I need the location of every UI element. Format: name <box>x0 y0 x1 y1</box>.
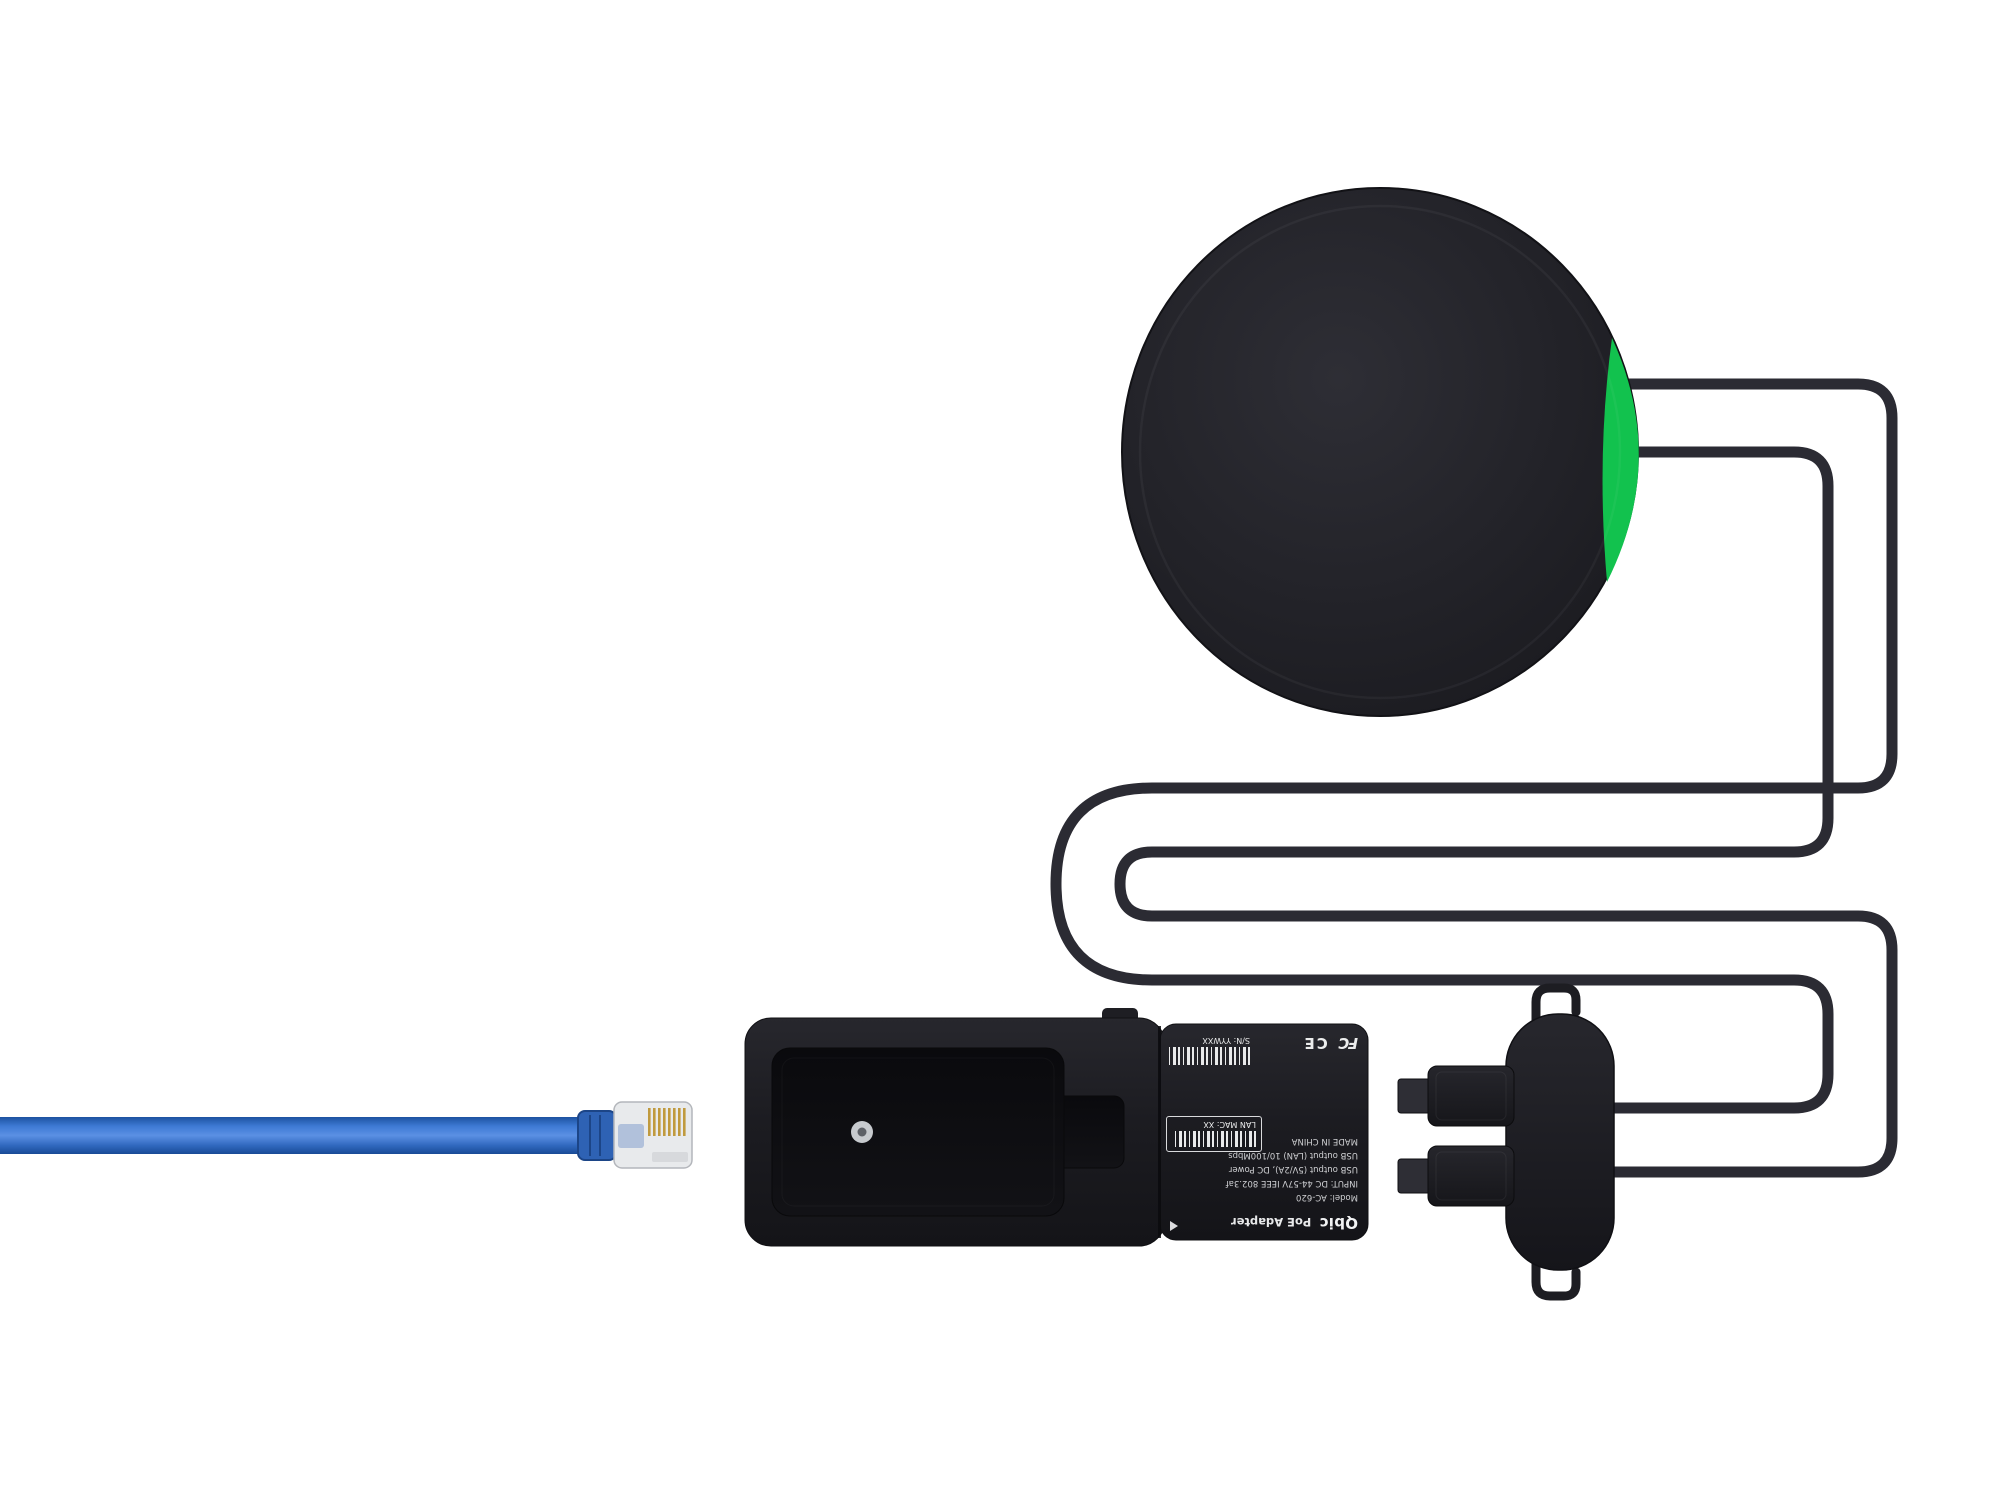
rj45-gold-pins <box>648 1108 686 1136</box>
rj45-cable-window <box>618 1124 644 1148</box>
device-cable-upper <box>1050 378 1898 1114</box>
rj45-latch-step <box>652 1152 688 1162</box>
device-cables <box>1050 378 1898 1178</box>
disc-device <box>1121 187 1639 717</box>
usb-plug-upper-face <box>1435 1071 1507 1121</box>
adapter-body-right <box>1159 1023 1369 1241</box>
rj45-boot <box>577 1110 617 1161</box>
disc-body <box>1121 187 1639 717</box>
ethernet-flat-cable <box>0 1117 586 1154</box>
bay-screw-hole-center <box>857 1127 867 1137</box>
ethernet-cable-assembly <box>0 1101 693 1169</box>
usb-plug-lower-body <box>1427 1145 1515 1207</box>
device-cable-lower <box>1114 446 1898 1178</box>
disc-rim <box>1138 204 1622 700</box>
adapter-seam <box>1158 1026 1161 1238</box>
usb-plug-lower-face <box>1435 1151 1507 1201</box>
dock-bay <box>771 1047 1065 1217</box>
green-indicator-edge <box>1602 338 1639 582</box>
usb-plug-upper-body <box>1427 1065 1515 1127</box>
poe-adapter <box>744 1008 1369 1247</box>
usb-plug-assembly <box>1397 983 1615 1301</box>
usb-plug-lower <box>1397 1145 1515 1207</box>
usb-plug-upper <box>1397 1065 1515 1127</box>
retainer-plate <box>1505 1013 1615 1271</box>
retainer-clip-top <box>1531 983 1581 1027</box>
retainer-clip-bottom <box>1531 1257 1581 1301</box>
